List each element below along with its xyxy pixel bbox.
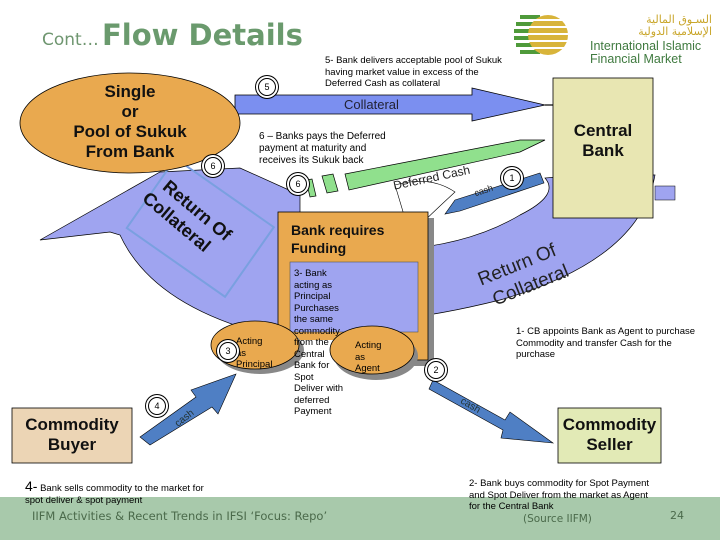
bank-inner-white bbox=[290, 340, 340, 422]
logo-english-line2: Financial Market bbox=[590, 52, 682, 66]
step-1-marker: 1 bbox=[503, 169, 521, 187]
sukuk-line2: or bbox=[121, 102, 139, 121]
step3-line: Principal bbox=[294, 291, 331, 302]
logo-english: International Islamic Financial Market bbox=[590, 40, 701, 66]
deferred-cash-tail-1 bbox=[321, 173, 339, 194]
central-bank-box bbox=[552, 77, 654, 219]
right-small-square bbox=[654, 185, 676, 201]
acting-agent-ellipse bbox=[329, 325, 415, 375]
bank-requires-line1: Bank requires bbox=[291, 222, 385, 238]
step3-line: from the bbox=[294, 337, 329, 348]
acting-principal-line1: Acting bbox=[236, 336, 263, 347]
sukuk-line1: Single bbox=[104, 82, 156, 101]
step1-annotation: 1- CB appoints Bank as Agent to purchase… bbox=[516, 326, 695, 361]
seller-line1: Commodity bbox=[562, 415, 657, 434]
step6-line: payment at maturity and bbox=[259, 143, 367, 154]
step-2-marker: 2 bbox=[427, 361, 445, 379]
cash-seller-arrow bbox=[428, 379, 555, 444]
central-bank-label: Central Bank bbox=[553, 121, 653, 161]
commodity-seller-label: Commodity Seller bbox=[558, 415, 661, 455]
step4-number: 4- bbox=[25, 478, 38, 494]
sukuk-line4: From Bank bbox=[85, 142, 175, 161]
buyer-line1: Commodity bbox=[25, 415, 119, 434]
step2-line: for the Central Bank bbox=[469, 501, 554, 512]
step-3-marker: 3 bbox=[219, 342, 237, 360]
step3-line: Bank for bbox=[294, 360, 330, 371]
iifm-logo-icon bbox=[514, 15, 572, 55]
step3-line: Payment bbox=[294, 406, 332, 417]
step3-line: deferred bbox=[294, 394, 330, 406]
step-4-marker: 4 bbox=[148, 397, 166, 415]
step4-line1: Bank sells commodity to the market for bbox=[40, 483, 204, 494]
step3-line: 3- Bank bbox=[294, 268, 327, 279]
acting-agent-line1: Acting bbox=[355, 340, 382, 351]
step5-line: Deferred Cash as collateral bbox=[325, 78, 441, 89]
page-title: Flow Details bbox=[102, 18, 303, 52]
logo-english-line1: International Islamic bbox=[590, 39, 702, 53]
step6-annotation: 6 – Banks pays the Deferred payment at m… bbox=[259, 131, 386, 167]
step6-line: receives its Sukuk back bbox=[259, 155, 364, 166]
central-bank-line1: Central bbox=[573, 121, 633, 140]
step2-annotation: 2- Bank buys commodity for Spot Payment … bbox=[469, 478, 649, 513]
step-5-marker: 5 bbox=[258, 78, 276, 96]
step5-line: having market value in excess of the bbox=[325, 66, 479, 78]
title-prefix: Cont… bbox=[42, 30, 99, 50]
commodity-buyer-label: Commodity Buyer bbox=[12, 415, 132, 455]
step-6-marker-a: 6 bbox=[204, 157, 222, 175]
buyer-line2: Buyer bbox=[47, 435, 97, 454]
acting-principal-line2: as bbox=[236, 347, 247, 359]
acting-principal-line3: Principal bbox=[236, 359, 273, 370]
step3-line: Purchases bbox=[294, 302, 339, 314]
step4-line: 4- Bank sells commodity to the market fo… bbox=[25, 478, 204, 495]
cash-buyer-arrow bbox=[139, 373, 237, 446]
step3-line: the same bbox=[294, 314, 334, 325]
collateral-label: Collateral bbox=[344, 97, 399, 112]
return-collateral-left-frame bbox=[125, 156, 276, 299]
footer-source: (Source IIFM) bbox=[523, 513, 592, 525]
sukuk-line3: Pool of Sukuk bbox=[73, 122, 187, 141]
page-number: 24 bbox=[670, 509, 684, 522]
footer-bar bbox=[0, 497, 720, 540]
step3-line: Central bbox=[294, 348, 325, 360]
central-bank-line2: Bank bbox=[582, 141, 624, 160]
acting-agent-label: Acting as Agent bbox=[355, 340, 381, 375]
acting-principal-label: Acting as Principal bbox=[236, 336, 272, 371]
step1-line: Commodity and transfer Cash for the bbox=[516, 337, 672, 349]
step3-line: acting as bbox=[294, 279, 333, 291]
bank-requires-line2: Funding bbox=[291, 240, 347, 256]
acting-agent-line3: Agent bbox=[355, 363, 380, 374]
step4-annotation: 4- Bank sells commodity to the market fo… bbox=[25, 478, 204, 506]
acting-agent-line2: as bbox=[355, 351, 366, 363]
step5-line: 5- Bank delivers acceptable pool of Suku… bbox=[325, 55, 502, 66]
step1-line: purchase bbox=[516, 349, 556, 360]
step1-line: 1- CB appoints Bank as Agent to purchase bbox=[516, 326, 696, 337]
cash-cb-arrow bbox=[444, 172, 545, 215]
bank-requires-label: Bank requires Funding bbox=[291, 221, 384, 257]
step3-line: Deliver with bbox=[294, 383, 344, 394]
step2-line: and Spot Deliver from the market as Agen… bbox=[469, 489, 649, 501]
footer-text: IIFM Activities & Recent Trends in IFSI … bbox=[32, 509, 328, 523]
step6-line: 6 – Banks pays the Deferred bbox=[259, 131, 386, 142]
logo-arabic-line1: السـوق المالية bbox=[646, 13, 712, 26]
seller-line2: Seller bbox=[586, 435, 633, 454]
logo-arabic-line2: الإسلامية الدولية bbox=[638, 25, 712, 38]
sukuk-label: Single or Pool of Sukuk From Bank bbox=[40, 82, 220, 162]
deferred-cash-arrow-body bbox=[344, 139, 546, 191]
step5-annotation: 5- Bank delivers acceptable pool of Suku… bbox=[325, 55, 502, 90]
collateral-arrow bbox=[234, 87, 546, 122]
step3-line: Spot bbox=[294, 371, 314, 383]
logo-arabic: السـوق المالية الإسلامية الدولية bbox=[612, 14, 712, 38]
step3-line: commodity bbox=[294, 325, 340, 337]
step4-line2: spot deliver & spot payment bbox=[25, 494, 143, 506]
step-6-marker-b: 6 bbox=[289, 175, 307, 193]
bank-inner-panel bbox=[289, 261, 419, 333]
step2-line: 2- Bank buys commodity for Spot Payment bbox=[469, 478, 650, 489]
commodity-seller-box bbox=[557, 407, 662, 464]
sukuk-ellipse bbox=[19, 72, 241, 174]
commodity-buyer-box bbox=[11, 407, 133, 464]
deferred-cash-tail-2 bbox=[305, 178, 317, 198]
step3-annotation: 3- Bank acting as Principal Purchases th… bbox=[294, 268, 343, 418]
